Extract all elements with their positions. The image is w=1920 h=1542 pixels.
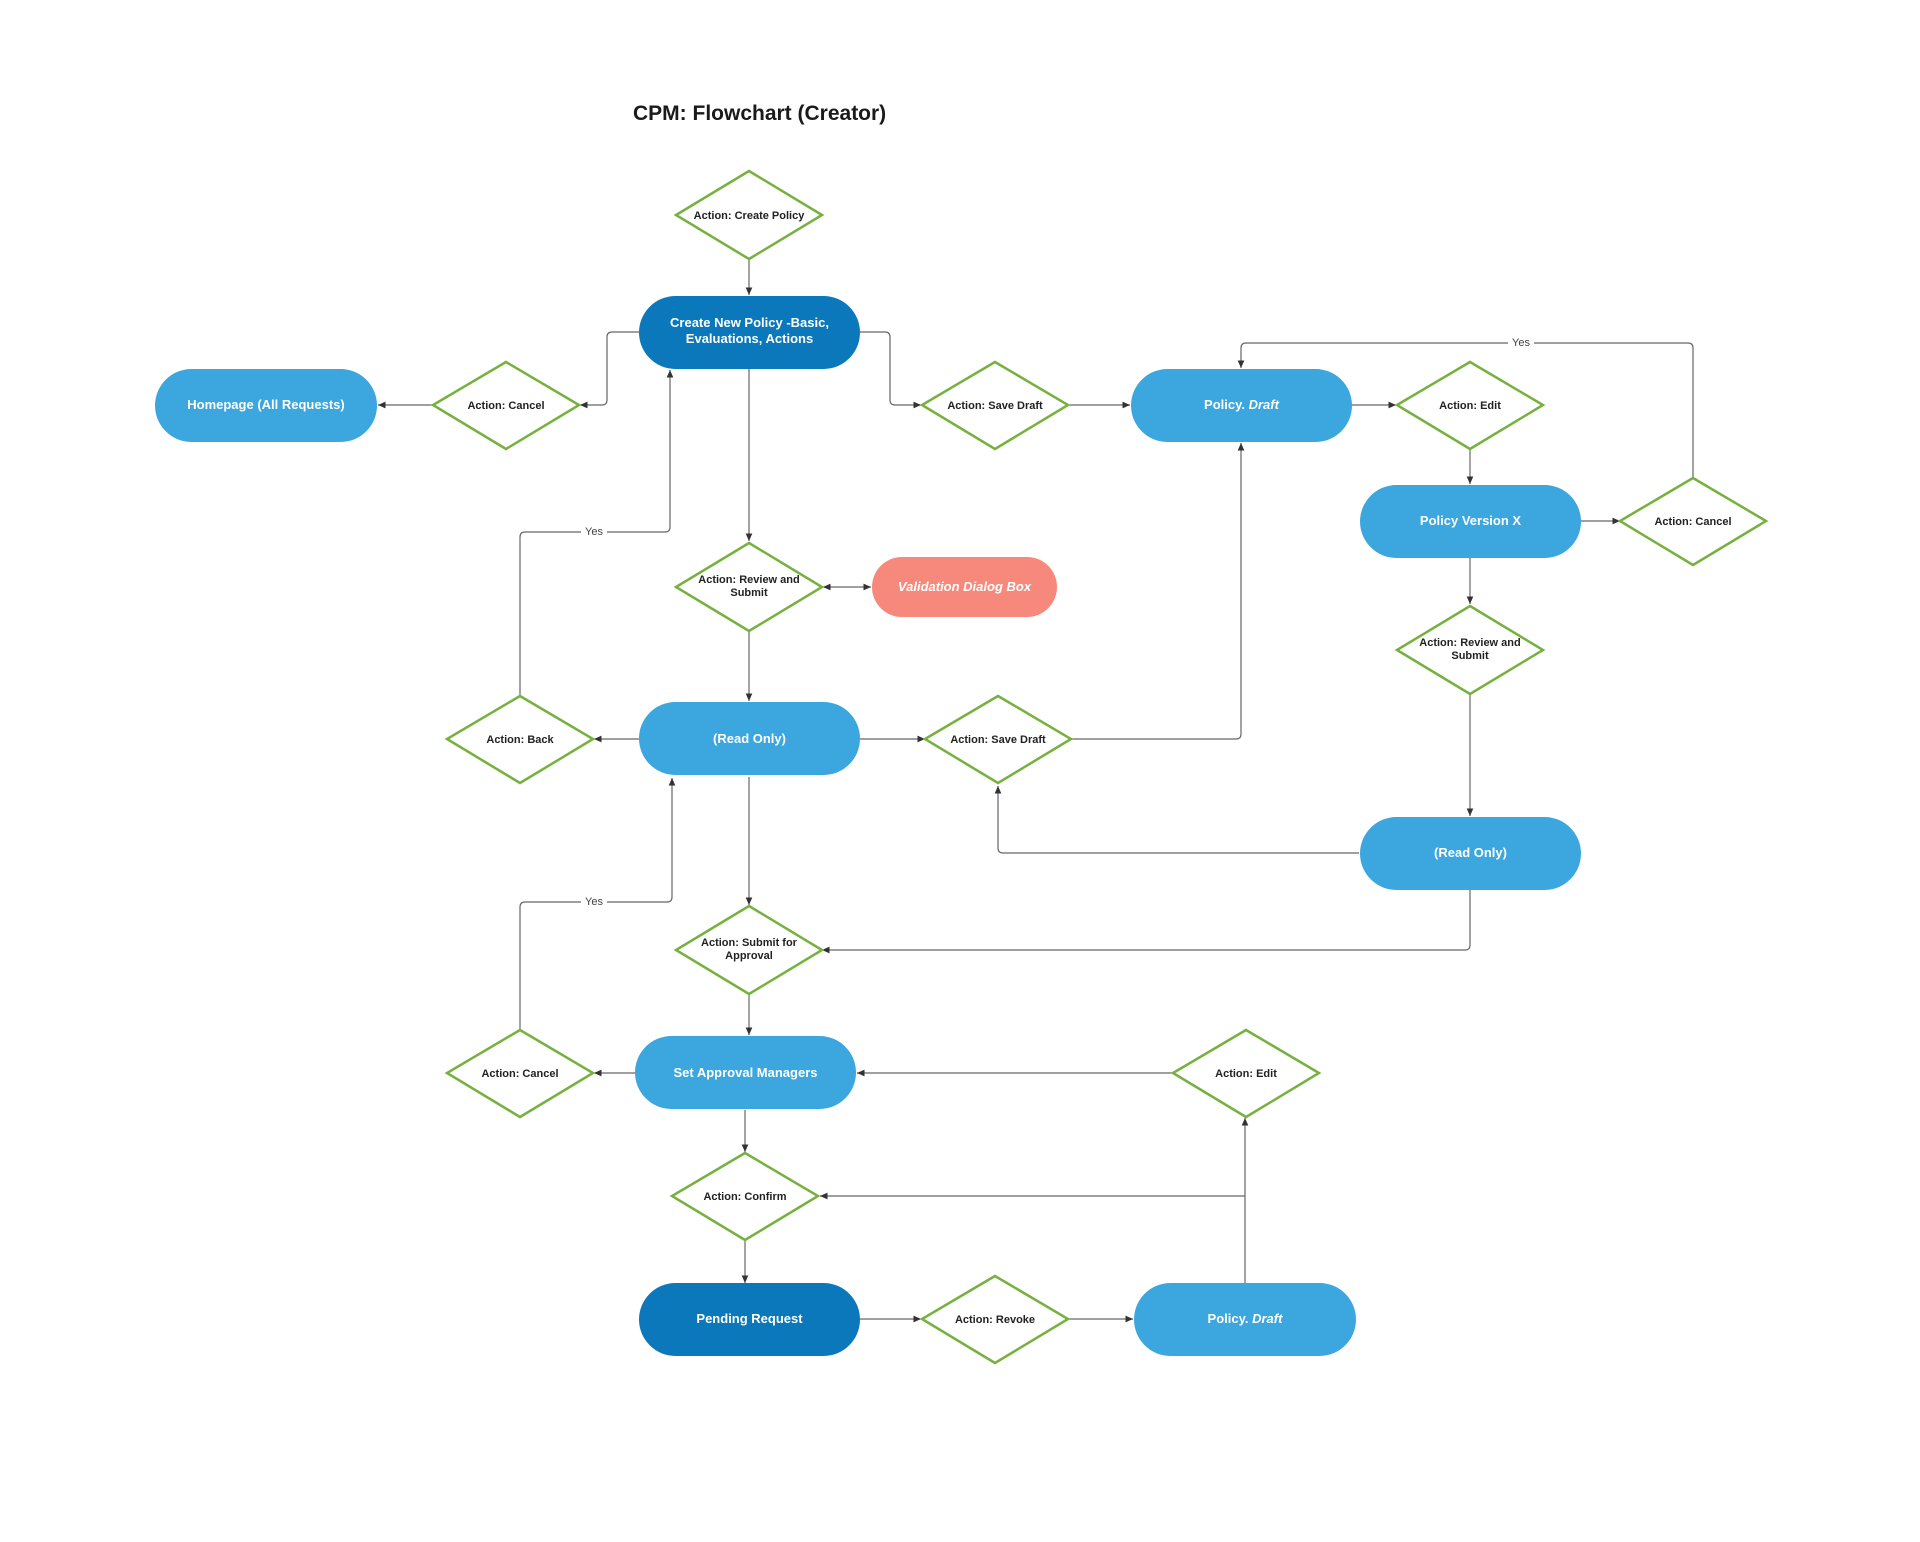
cancel-action-lower-label: Action: Cancel [481,1068,558,1080]
set-approval-managers-label: Set Approval Managers [673,1065,817,1080]
back-action-label: Action: Back [486,734,554,746]
confirm-action-label: Action: Confirm [703,1191,786,1203]
submit-for-approval-label: Action: Submit for Approval [701,937,797,962]
node-save-draft-top[interactable]: Action: Save Draft [919,360,1071,451]
edit-action-top-label: Action: Edit [1439,400,1501,412]
policy-draft-top-suffix: Draft [1249,397,1280,412]
node-read-only-center[interactable]: (Read Only) [639,702,860,775]
edge-read-only-right-to-save-draft [994,786,1359,854]
node-validation-dialog[interactable]: Validation Dialog Box [872,557,1057,617]
edge-save-draft-to-policy-draft-up [1071,443,1245,740]
node-back-action[interactable]: Action: Back [444,694,596,785]
edge-create-new-to-cancel [580,331,639,409]
edges [378,259,1694,1323]
node-revoke-action[interactable]: Action: Revoke [919,1274,1071,1365]
yes-label-top-right: Yes [1512,337,1530,349]
node-save-draft-middle[interactable]: Action: Save Draft [922,694,1074,785]
node-set-approval-managers[interactable]: Set Approval Managers [635,1036,856,1109]
node-pending-request[interactable]: Pending Request [639,1283,860,1356]
node-create-new-policy[interactable]: Create New Policy -Basic,Evaluations, Ac… [639,296,860,369]
policy-draft-bottom-label: Policy. Draft [1208,1311,1284,1326]
node-homepage[interactable]: Homepage (All Requests) [155,369,377,442]
create-policy-action-label: Action: Create Policy [694,210,806,222]
node-cancel-action-right[interactable]: Action: Cancel [1617,476,1769,567]
edge-create-new-to-save-draft [860,331,921,409]
read-only-center-label: (Read Only) [713,731,786,746]
policy-draft-top-prefix: Policy. [1204,397,1245,412]
yes-label-cancel: Yes [585,896,603,908]
edge-cancel-yes-to-policy-draft [1237,342,1694,477]
revoke-action-label: Action: Revoke [955,1314,1035,1326]
node-read-only-right[interactable]: (Read Only) [1360,817,1581,890]
node-policy-draft-top[interactable]: Policy. Draft [1131,369,1352,442]
homepage-label: Homepage (All Requests) [187,397,344,412]
node-review-submit-right[interactable]: Action: Review and Submit [1394,604,1546,696]
policy-draft-top-label: Policy. Draft [1204,397,1280,412]
review-submit-center-label: Action: Review and Submit [698,574,800,599]
create-new-policy-label: Create New Policy -Basic,Evaluations, Ac… [670,315,829,346]
policy-draft-bottom-suffix: Draft [1252,1311,1283,1326]
read-only-right-label: (Read Only) [1434,845,1507,860]
policy-draft-bottom-prefix: Policy. [1208,1311,1249,1326]
validation-dialog-label: Validation Dialog Box [898,579,1032,594]
save-draft-middle-label: Action: Save Draft [950,734,1046,746]
edge-labels: Yes Yes Yes [581,336,1534,909]
node-confirm-action[interactable]: Action: Confirm [669,1151,821,1242]
node-create-policy-action[interactable]: Action: Create Policy [673,169,825,261]
node-edit-action-top[interactable]: Action: Edit [1394,360,1546,451]
node-edit-action-lower[interactable]: Action: Edit [1170,1028,1322,1119]
node-policy-draft-bottom[interactable]: Policy. Draft [1134,1283,1356,1356]
policy-version-x-label: Policy Version X [1420,513,1521,528]
edge-read-only-right-to-submit [822,890,1471,954]
node-policy-version-x[interactable]: Policy Version X [1360,485,1581,558]
yes-label-back: Yes [585,526,603,538]
pending-request-label: Pending Request [696,1311,803,1326]
node-review-submit-center[interactable]: Action: Review and Submit [673,541,825,633]
save-draft-top-label: Action: Save Draft [947,400,1043,412]
edit-action-lower-label: Action: Edit [1215,1068,1277,1080]
page-title: CPM: Flowchart (Creator) [633,102,887,125]
node-cancel-action-top[interactable]: Action: Cancel [430,360,582,451]
node-cancel-action-lower[interactable]: Action: Cancel [444,1028,596,1119]
cancel-action-right-label: Action: Cancel [1654,516,1731,528]
review-submit-right-label: Action: Review and Submit [1419,637,1521,662]
node-submit-for-approval[interactable]: Action: Submit for Approval [673,904,825,996]
cancel-action-top-label: Action: Cancel [467,400,544,412]
